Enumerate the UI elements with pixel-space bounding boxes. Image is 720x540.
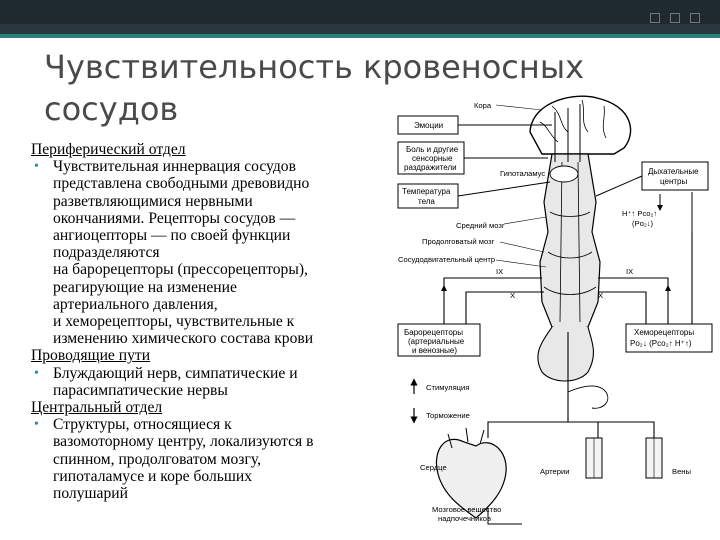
- bullet-marker: •: [34, 365, 39, 381]
- box-respiratory-centers: [641, 161, 709, 191]
- label-cortex: Кора: [474, 101, 492, 110]
- bullet-line: представлена свободными древовидно: [53, 175, 310, 193]
- bullet-line: подразделяются: [53, 244, 160, 262]
- bullet-line: и хеморецепторы, чувствительные к: [53, 313, 295, 331]
- adrenal-path: [487, 508, 522, 525]
- label-adrenal-1: Мозговое вещество: [432, 505, 501, 514]
- label-ph-pco2: H⁺↑ Pco₂↑: [622, 209, 657, 218]
- bullet-line: спинном, продолговатом мозгу,: [53, 450, 261, 468]
- label-nerve-x-left: X: [510, 291, 515, 300]
- title-line-1: Чувствительность кровеносных: [44, 48, 585, 86]
- text-column: Периферический отдел • Чувствительная ин…: [31, 141, 387, 502]
- section-heading-peripheral: Периферический отдел: [31, 141, 186, 158]
- connector: [457, 181, 551, 197]
- section-heading-central: Центральный отдел: [31, 399, 163, 417]
- legend-inhibition-label: Торможение: [426, 411, 470, 420]
- label-nerve-x-right: X: [598, 291, 603, 300]
- leader-line: [495, 104, 543, 111]
- label-hypothalamus: Гипоталамус: [500, 169, 545, 178]
- hypothalamus-shape: [549, 165, 579, 183]
- bullet-line: Структуры, относящиеся к: [53, 416, 232, 434]
- box-baroreceptors: [397, 323, 481, 357]
- slide-title: Чувствительность кровеносных сосудов: [44, 46, 604, 130]
- legend-stimulation-label: Стимуляция: [426, 383, 469, 392]
- leader-line: [495, 259, 547, 268]
- afferent-path-hemo: [598, 277, 669, 324]
- label-nerve-ix-right: IX: [626, 267, 633, 276]
- bullet-marker: •: [34, 159, 39, 175]
- bullet-line: Блуждающий нерв, симпатические и: [53, 364, 298, 382]
- title-line-2: сосудов: [44, 90, 179, 128]
- bullet-line: окончаниями. Рецепторы сосудов —: [53, 209, 296, 227]
- bullet-line: парасимпатические нервы: [53, 381, 228, 399]
- brain-cortex-folds: [539, 99, 607, 143]
- leader-line: [499, 241, 545, 253]
- top-bar-line: [0, 34, 720, 38]
- label-baro-2: (артериальные: [408, 337, 465, 346]
- label-adrenal-2: надпочечников: [438, 514, 491, 523]
- bullet-marker: •: [34, 417, 39, 433]
- bullet-line: артериального давления,: [53, 295, 218, 313]
- label-hemo-2: Po₂↓ (Pco₂↑ H⁺↑): [630, 339, 692, 348]
- label-pain-1: Боль и другие: [406, 145, 459, 154]
- window-dots: [640, 10, 700, 28]
- bullet-line: изменению химического состава крови: [53, 330, 314, 348]
- bullet-line: вазомоторному центру, локализуются в: [53, 433, 314, 451]
- bullet-line: разветвляющимися нервными: [53, 192, 253, 210]
- box-chemoreceptors: [625, 323, 713, 353]
- heart-shape: [435, 438, 507, 519]
- label-respiratory-1: Дыхательные: [648, 167, 699, 176]
- connector: [595, 175, 643, 197]
- bullet-line: ангиоцепторы — по своей функции: [53, 227, 291, 245]
- afferent-path-baro: [443, 277, 542, 324]
- bullet-line: реагирующие на изменение: [53, 278, 237, 296]
- label-baro-1: Барорецепторы: [404, 328, 463, 337]
- label-pain-3: раздражители: [404, 163, 457, 172]
- leader-line: [503, 216, 547, 225]
- label-respiratory-2: центры: [660, 177, 687, 186]
- label-baro-3: и венозные): [412, 346, 457, 355]
- label-arteries: Артерии: [540, 467, 569, 476]
- spinal-cord: [537, 326, 594, 382]
- brainstem-detail: [543, 161, 597, 323]
- bullet-line: на барорецепторы (прессорецепторы),: [53, 261, 308, 279]
- bullet-line: полушарий: [53, 485, 128, 503]
- brain-cortex-outline: [529, 95, 632, 155]
- label-temperature-2: тела: [418, 197, 435, 206]
- label-vasomotor-center: Сосудодвигательный центр: [398, 255, 495, 264]
- label-veins: Вены: [672, 467, 691, 476]
- heart-vessels: [447, 427, 485, 449]
- bullet-line: Чувствительная иннервация сосудов: [53, 158, 296, 176]
- label-pain-2: сенсорные: [412, 154, 453, 163]
- sympathetic-chain: [567, 385, 609, 409]
- label-medulla: Продолговатый мозг: [422, 237, 495, 246]
- label-emotions: Эмоции: [414, 121, 443, 130]
- label-midbrain: Средний мозг: [456, 221, 505, 230]
- efferent-bus: [487, 392, 655, 438]
- bullet-central: • Структуры, относящиеся к вазомоторному…: [31, 416, 387, 502]
- label-temperature-1: Температура: [402, 187, 451, 196]
- top-bar-accent: [0, 24, 720, 34]
- label-po2: (Po₂↓): [632, 219, 654, 228]
- section-heading-pathways: Проводящие пути: [31, 347, 151, 365]
- label-hemo-1: Хеморецепторы: [634, 328, 694, 337]
- bullet-pathways: • Блуждающий нерв, симпатические и парас…: [31, 365, 387, 399]
- bullet-line: гипоталамусе и коре больших: [53, 467, 253, 485]
- afferent-path-baro-x: [465, 291, 544, 324]
- label-heart: Сердце: [420, 463, 447, 472]
- label-nerve-ix-left: IX: [496, 267, 503, 276]
- vasomotor-diagram: Кора Эмоции Боль и другие сенсорные разд…: [397, 95, 713, 525]
- afferent-path-hemo-x: [598, 291, 647, 324]
- bullet-peripheral: • Чувствительная иннервация сосудов пред…: [31, 158, 387, 347]
